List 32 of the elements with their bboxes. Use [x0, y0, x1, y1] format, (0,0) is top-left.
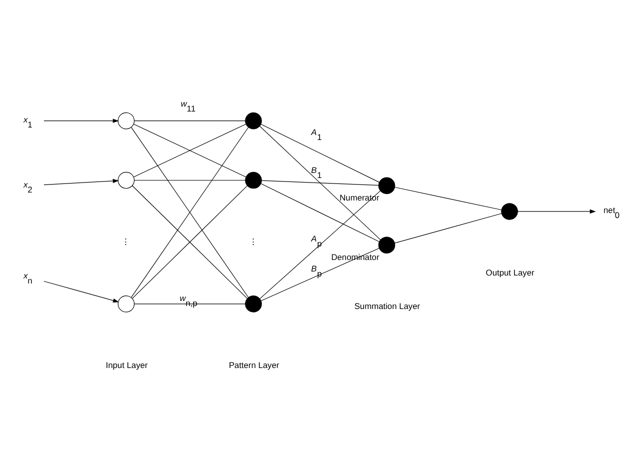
label: ⋮	[248, 236, 257, 246]
connector	[134, 120, 246, 121]
node-circle	[501, 202, 518, 220]
node-circle	[118, 295, 135, 312]
node-circle	[245, 112, 262, 129]
arrow	[517, 208, 596, 214]
node-circle	[378, 176, 396, 194]
connector	[394, 212, 502, 243]
connector	[134, 303, 246, 304]
label: ⋮	[122, 236, 130, 246]
node-circle	[118, 112, 135, 129]
connector	[132, 184, 248, 298]
connector	[259, 125, 381, 240]
connector	[133, 123, 246, 177]
connector	[260, 190, 381, 298]
arrow	[44, 118, 119, 122]
node-circle	[378, 236, 396, 254]
connector	[261, 180, 379, 186]
node-circle	[118, 171, 135, 188]
arrow	[44, 280, 120, 302]
label: Input Layer	[106, 360, 148, 370]
connector	[260, 182, 380, 242]
connector	[260, 123, 380, 182]
connector	[260, 247, 380, 301]
label: Summation Layer	[354, 300, 420, 311]
connector	[394, 186, 502, 210]
node-circle	[245, 295, 262, 312]
label: Output Layer	[486, 267, 534, 278]
node-circle	[245, 171, 262, 188]
connector	[134, 179, 246, 180]
arrow	[44, 178, 119, 185]
label: Pattern Layer	[228, 360, 280, 370]
